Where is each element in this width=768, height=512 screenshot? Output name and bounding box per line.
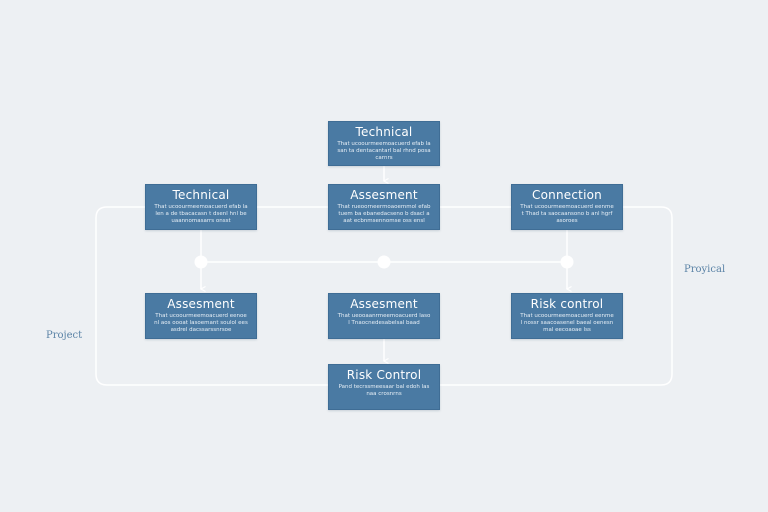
node-row1-left: Technical That ucoourmeemoacuerd efab la… — [145, 184, 257, 230]
label-left: Project — [46, 330, 83, 341]
loop-right-connector — [440, 206, 673, 386]
hub-node-right — [560, 255, 574, 269]
node-row1-right-text: That ucoourmeemoacuerd eenmet Thad ta sa… — [520, 204, 614, 224]
hub-node-center — [377, 255, 391, 269]
node-row1-right-title: Connection — [532, 188, 602, 202]
hub-node-left — [194, 255, 208, 269]
label-right: Proyical — [684, 264, 726, 275]
node-row2-center-title: Assesment — [350, 297, 418, 311]
node-row2-left: Assesment That ucoourmeemoacuerd eenoenl… — [145, 293, 257, 339]
node-row1-center-title: Assesment — [350, 188, 418, 202]
node-row2-right: Risk control That ucoourmeemoacuerd eenm… — [511, 293, 623, 339]
node-top-text: That ucoourmeemoacuerd efab lasan ta den… — [337, 141, 431, 161]
node-bottom: Risk Control Pand tecrssmeesaar bal edoh… — [328, 364, 440, 410]
node-row2-center: Assesment That ueooaanrmeemoacuerd lasol… — [328, 293, 440, 339]
node-row1-left-title: Technical — [172, 188, 230, 202]
node-row2-left-title: Assesment — [167, 297, 235, 311]
node-row1-left-text: That ucoourmeemoacuerd efab lalen a de t… — [154, 204, 248, 224]
node-bottom-text: Pand tecrssmeesaar bal edoh lasnaa crosn… — [338, 384, 430, 397]
node-top: Technical That ucoourmeemoacuerd efab la… — [328, 121, 440, 166]
node-row2-center-text: That ueooaanrmeemoacuerd lasol Tnaocnede… — [337, 313, 431, 326]
loop-left-connector — [95, 206, 328, 386]
node-row2-right-text: That ucoourmeemoacuerd eenmel nossr saac… — [520, 313, 614, 333]
node-bottom-title: Risk Control — [346, 368, 422, 382]
node-top-title: Technical — [355, 125, 413, 139]
node-row1-center-text: That rueoorneermoaoemmol efab tuem ba eb… — [337, 204, 431, 224]
node-row2-left-text: That ucoourmeemoacuerd eenoenl aos oooat… — [154, 313, 248, 333]
node-row1-right: Connection That ucoourmeemoacuerd eenmet… — [511, 184, 623, 230]
node-row2-right-title: Risk control — [530, 297, 604, 311]
node-row1-center: Assesment That rueoorneermoaoemmol efab … — [328, 184, 440, 230]
